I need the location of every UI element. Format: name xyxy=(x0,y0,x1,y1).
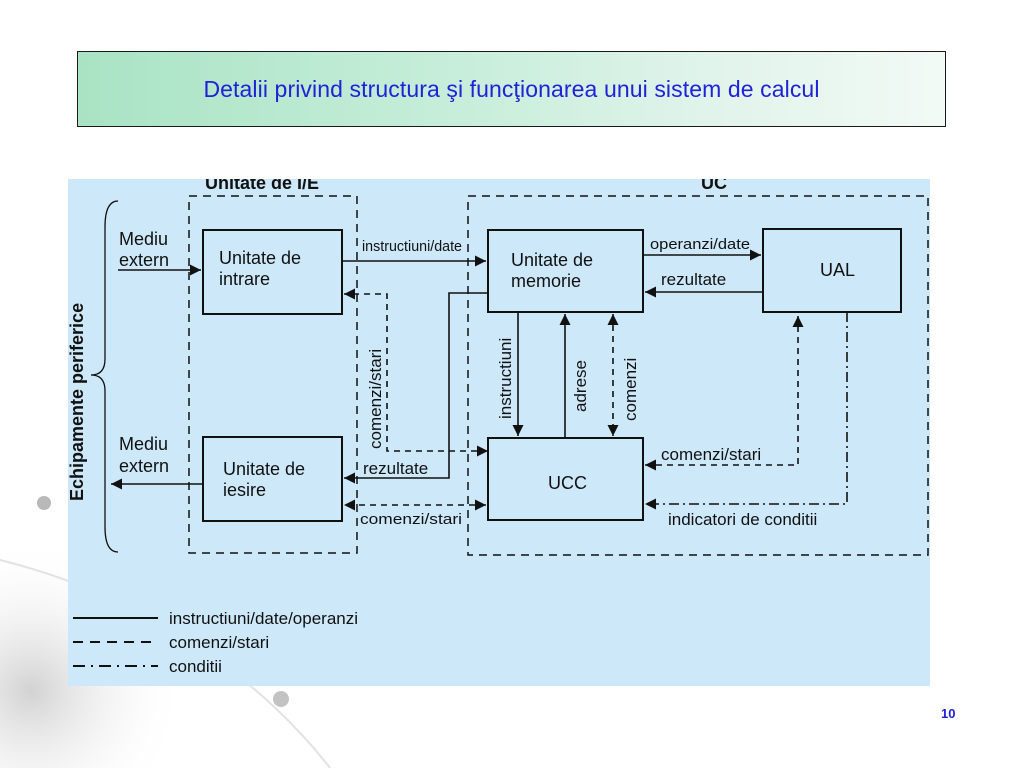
memory-unit-label-line1: Unitate de xyxy=(511,250,593,270)
input-unit-box xyxy=(202,229,343,315)
alu-conditions-line xyxy=(645,312,848,510)
slide-title: Detalii privind structura şi funcţionare… xyxy=(203,75,820,102)
system-structure-diagram: Unitate de I/E UC Echipamente periferice… xyxy=(68,179,929,676)
output-unit-label-line2: iesire xyxy=(223,480,266,500)
alu-label: UAL xyxy=(820,260,855,280)
output-unit-box xyxy=(202,436,343,522)
alu-results-label: rezultate xyxy=(661,270,726,289)
legend-dashed-label: comenzi/stari xyxy=(169,633,269,652)
external-top-line1: Mediu xyxy=(119,229,168,249)
output-commands-status-label: comenzi/stari xyxy=(360,511,462,528)
legend-solid-label: instructiuni/date/operanzi xyxy=(169,609,358,628)
legend-dashdot-label: conditii xyxy=(169,657,222,676)
input-unit-label-line1: Unitate de xyxy=(219,248,301,268)
instr-data-label: instructiuni/date xyxy=(362,238,462,255)
addresses-vertical-label: adrese xyxy=(571,360,590,412)
commands-status-vertical-label: comenzi/stari xyxy=(366,349,385,449)
output-unit-label-line1: Unitate de xyxy=(223,459,305,479)
condition-indicators-label: indicatori de conditii xyxy=(668,510,817,529)
legend: instructiuni/date/operanzi comenzi/stari… xyxy=(73,609,358,676)
control-unit-label: UCC xyxy=(548,473,587,493)
alu-box xyxy=(762,228,902,313)
title-banner: Detalii privind structura şi funcţionare… xyxy=(77,51,946,127)
cpu-group-label: UC xyxy=(701,179,727,193)
io-unit-group xyxy=(188,195,358,554)
peripherals-brace xyxy=(90,200,119,553)
commands-vertical-label: comenzi xyxy=(621,358,640,421)
instructions-vertical-label: instructiuni xyxy=(496,338,515,419)
external-bottom-line1: Mediu xyxy=(119,434,168,454)
control-input-commands-line xyxy=(344,288,488,457)
output-results-label: rezultate xyxy=(363,459,428,478)
io-unit-group-label: Unitate de I/E xyxy=(205,179,319,193)
alu-commands-status-label: comenzi/stari xyxy=(661,445,761,464)
peripherals-label: Echipamente periferice xyxy=(68,303,87,501)
memory-unit-label-line2: memorie xyxy=(511,271,581,291)
memory-unit-box xyxy=(487,229,644,313)
operands-data-label: operanzi/date xyxy=(650,236,750,253)
input-unit-label-line2: intrare xyxy=(219,269,270,289)
page-number: 10 xyxy=(941,706,956,721)
external-bottom-line2: extern xyxy=(119,456,169,476)
control-alu-commands-line xyxy=(645,316,804,471)
control-unit-box xyxy=(487,437,644,521)
external-top-line2: extern xyxy=(119,250,169,270)
